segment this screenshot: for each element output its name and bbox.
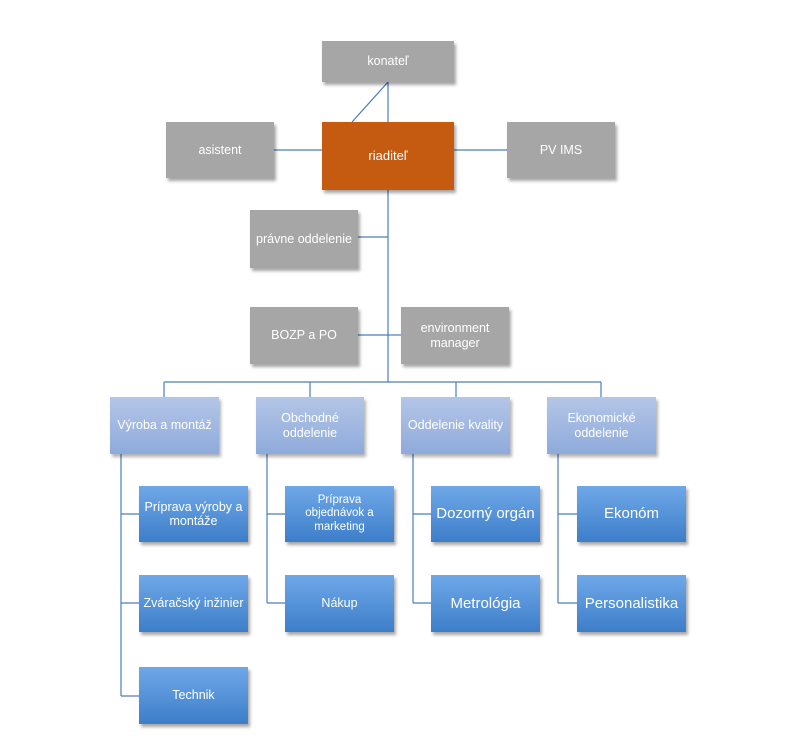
vyroba-child-box: Príprava výroby a montáže (139, 486, 248, 542)
asistent-box: asistent (166, 122, 274, 178)
dept-ekonomicke-label: Ekonomické oddelenie (567, 411, 636, 440)
kvalita-child-label: Metrológia (450, 594, 521, 612)
ekonomicke-child-label: Ekonóm (603, 505, 660, 523)
riaditel-label: riaditeľ (368, 147, 408, 163)
vyroba-child-label: Príprava výroby a montáže (144, 499, 243, 528)
asistent-label: asistent (198, 142, 242, 157)
dept-obchodne-box: Obchodné oddelenie (256, 397, 364, 454)
obchodne-child-label: Nákup (321, 596, 358, 611)
ekonomicke-child-label: Personalistika (584, 594, 679, 612)
obchodne-child-label: Príprava objednávok a marketing (305, 494, 374, 533)
pravne-oddelenie-box: právne oddelenie (250, 210, 358, 268)
obchodne-child-box: Príprava objednávok a marketing (285, 486, 394, 542)
dept-vyroba-label: Výroba a montáž (117, 418, 212, 433)
dept-vyroba-box: Výroba a montáž (110, 397, 219, 454)
konatel-label: konateľ (367, 54, 409, 69)
pv-ims-box: PV IMS (507, 122, 615, 178)
bozp-box: BOZP a PO (250, 307, 358, 364)
kvalita-child-box: Dozorný orgán (431, 486, 540, 542)
kvalita-child-label: Dozorný orgán (436, 505, 535, 523)
pravne-oddelenie-label: právne oddelenie (256, 231, 352, 246)
ekonomicke-child-box: Ekonóm (577, 486, 686, 542)
konatel-box: konateľ (322, 41, 454, 82)
line-konatel-diagonal (351, 81, 389, 123)
riaditel-box: riaditeľ (322, 122, 454, 190)
environment-manager-box: environment manager (401, 307, 509, 364)
dept-kvalita-label: Oddelenie kvality (407, 418, 504, 433)
environment-manager-label: environment manager (420, 321, 490, 350)
pv-ims-label: PV IMS (539, 142, 583, 157)
kvalita-child-box: Metrológia (431, 575, 540, 632)
dept-kvalita-box: Oddelenie kvality (401, 397, 510, 454)
dept-ekonomicke-box: Ekonomické oddelenie (547, 397, 656, 454)
bozp-label: BOZP a PO (271, 328, 337, 343)
dept-obchodne-label: Obchodné oddelenie (281, 411, 339, 440)
vyroba-child-label: Technik (172, 688, 215, 703)
vyroba-child-label: Zváračský inžinier (143, 596, 244, 611)
vyroba-child-box: Technik (139, 667, 248, 724)
vyroba-child-box: Zváračský inžinier (139, 575, 248, 632)
ekonomicke-child-box: Personalistika (577, 575, 686, 632)
obchodne-child-box: Nákup (285, 575, 394, 632)
